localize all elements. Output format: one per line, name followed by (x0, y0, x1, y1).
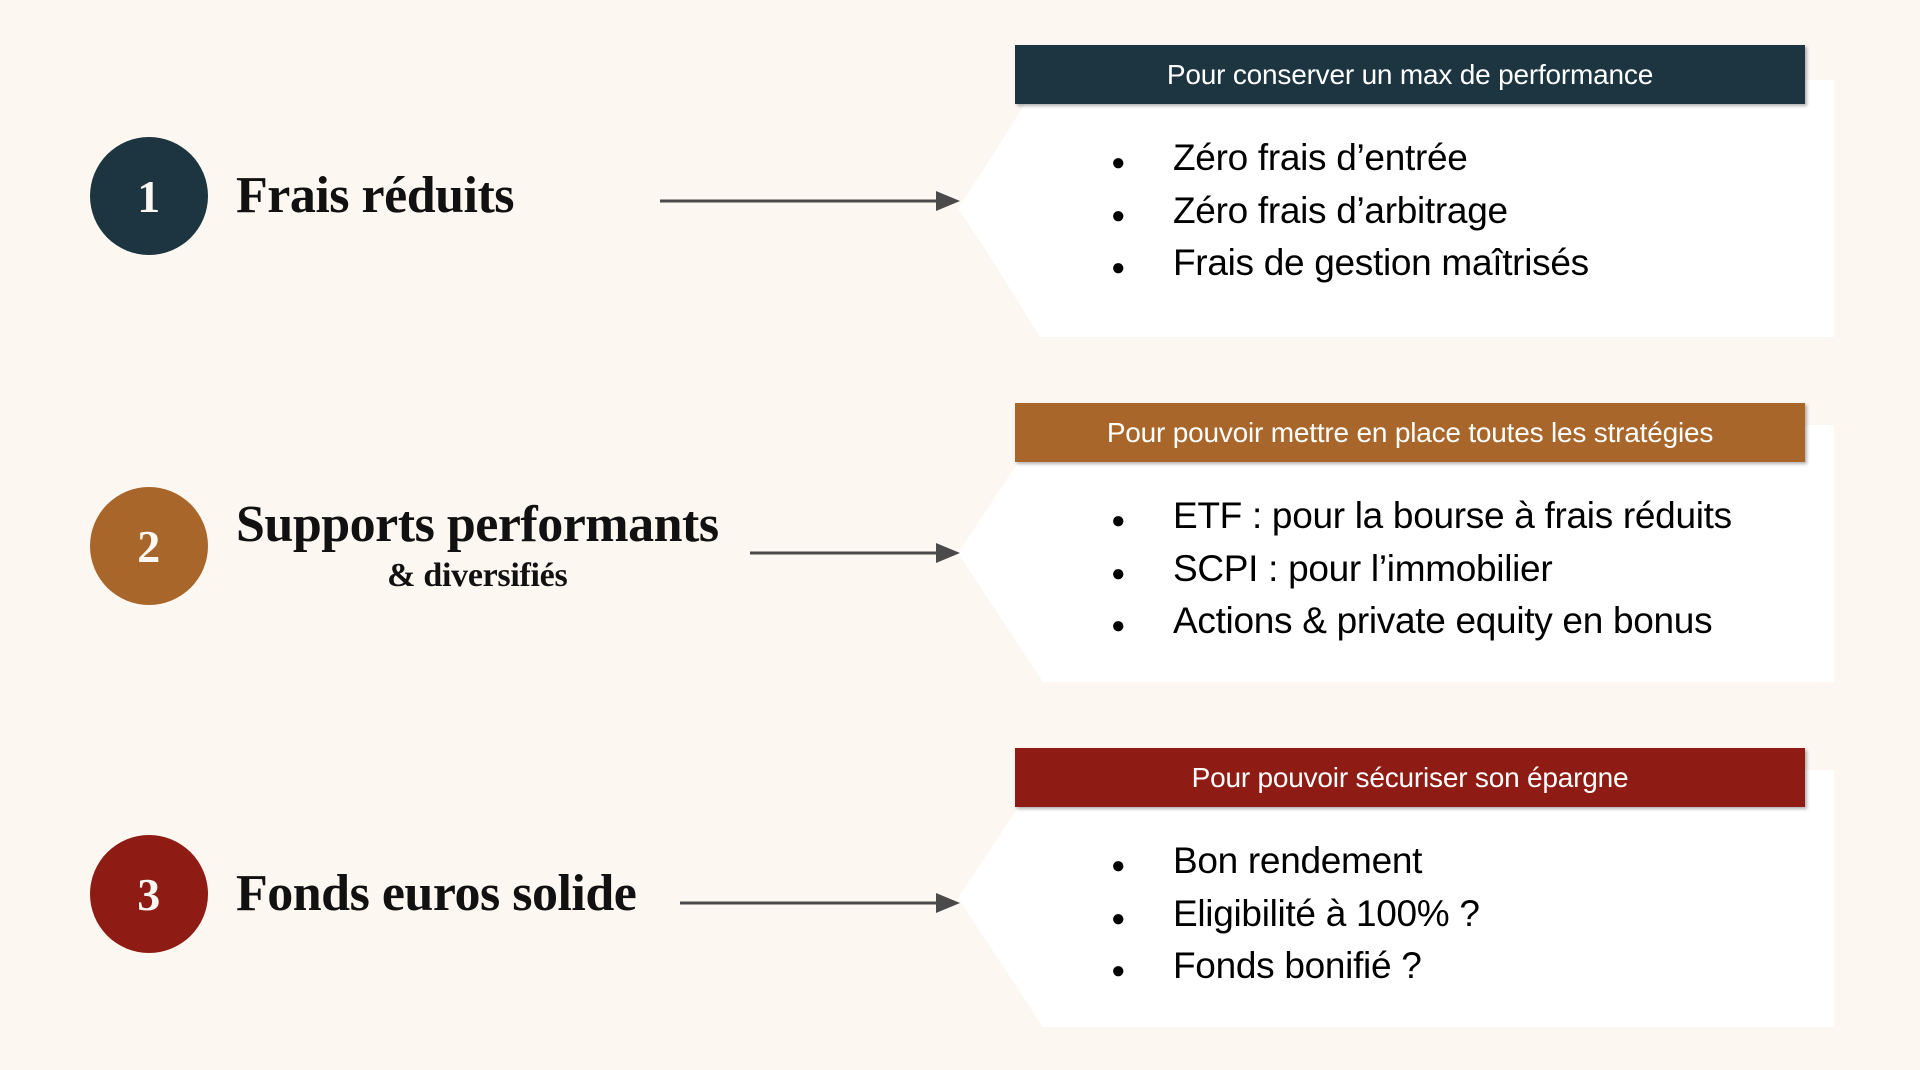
bullet-text: Zéro frais d’entrée (1173, 137, 1468, 178)
step-title-wrap-2: Supports performants & diversifiés (236, 495, 719, 595)
step-number-badge-2: 2 (90, 487, 208, 605)
bullet-dot-icon: ● (1111, 904, 1126, 932)
step-title-3: Fonds euros solide (236, 864, 637, 922)
bullet-dot-icon: ● (1111, 559, 1126, 587)
list-item: ● Zéro frais d’arbitrage (1111, 189, 1805, 231)
bullet-dot-icon: ● (1111, 507, 1126, 534)
section-row-1: 1 Frais réduits Pour conserver un max de… (0, 0, 1920, 350)
step-title-2: Supports performants (236, 495, 719, 553)
list-item: ● Fonds bonifié ? (1111, 946, 1805, 986)
step-number-badge-3: 3 (90, 835, 208, 953)
bullet-text: Frais de gestion maîtrisés (1173, 242, 1589, 284)
bullet-dot-icon: ● (1111, 149, 1126, 176)
bullet-text: Bon rendement (1173, 840, 1423, 881)
bullet-list-3: ● Bon rendement ● Eligibilité à 100% ? ●… (1015, 841, 1805, 986)
section-row-3: 3 Fonds euros solide Pour pouvoir sécuri… (0, 700, 1920, 1055)
card-header-3: Pour pouvoir sécuriser son épargne (1015, 748, 1805, 807)
bullet-text: SCPI : pour l’immobilier (1173, 547, 1553, 589)
list-item: ● Eligibilité à 100% ? (1111, 892, 1805, 934)
section-row-2: 2 Supports performants & diversifiés Pou… (0, 355, 1920, 705)
list-item: ● ETF : pour la bourse à frais réduits (1111, 496, 1805, 536)
step-left-block-2: 2 Supports performants & diversifiés (90, 487, 719, 605)
step-number-badge-1: 1 (90, 137, 208, 255)
bullet-dot-icon: ● (1111, 957, 1126, 985)
bullet-dot-icon: ● (1111, 612, 1126, 640)
step-title-wrap-3: Fonds euros solide (236, 864, 637, 922)
list-item: ● Frais de gestion maîtrisés (1111, 243, 1805, 283)
bullet-text: Fonds bonifié ? (1173, 945, 1422, 987)
detail-card-2: Pour pouvoir mettre en place toutes les … (1015, 403, 1805, 654)
bullet-text: Zéro frais d’arbitrage (1173, 189, 1508, 231)
card-header-1: Pour conserver un max de performance (1015, 45, 1805, 104)
bullet-text: Actions & private equity en bonus (1173, 600, 1713, 642)
step-subtitle-2: & diversifiés (387, 557, 568, 595)
bullet-dot-icon: ● (1111, 852, 1126, 879)
detail-card-1: Pour conserver un max de performance ● Z… (1015, 45, 1805, 296)
step-left-block-1: 1 Frais réduits (90, 137, 515, 255)
list-item: ● SCPI : pour l’immobilier (1111, 547, 1805, 589)
detail-card-3: Pour pouvoir sécuriser son épargne ● Bon… (1015, 748, 1805, 999)
list-item: ● Actions & private equity en bonus (1111, 601, 1805, 641)
bullet-dot-icon: ● (1111, 254, 1126, 282)
right-arrow-icon-3 (680, 893, 960, 913)
right-arrow-icon-1 (660, 191, 960, 211)
step-title-1: Frais réduits (236, 166, 515, 224)
step-left-block-3: 3 Fonds euros solide (90, 835, 637, 953)
step-title-wrap-1: Frais réduits (236, 166, 515, 224)
card-header-2: Pour pouvoir mettre en place toutes les … (1015, 403, 1805, 462)
list-item: ● Bon rendement (1111, 841, 1805, 881)
bullet-list-1: ● Zéro frais d’entrée ● Zéro frais d’arb… (1015, 138, 1805, 283)
bullet-text: Eligibilité à 100% ? (1173, 892, 1480, 934)
list-item: ● Zéro frais d’entrée (1111, 138, 1805, 178)
bullet-text: ETF : pour la bourse à frais réduits (1173, 495, 1732, 536)
right-arrow-icon-2 (750, 543, 960, 563)
bullet-dot-icon: ● (1111, 201, 1126, 229)
bullet-list-2: ● ETF : pour la bourse à frais réduits ●… (1015, 496, 1805, 641)
